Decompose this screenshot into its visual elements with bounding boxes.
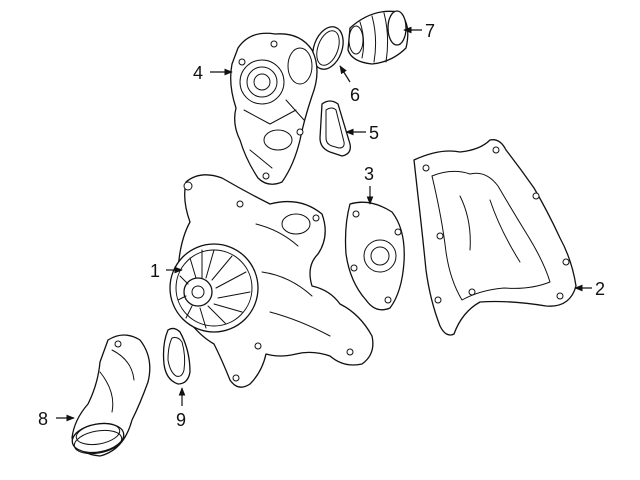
callout-1: 1 — [150, 261, 160, 281]
callout-9: 9 — [176, 410, 186, 430]
callout-7: 7 — [425, 21, 435, 41]
part-5-gasket — [319, 100, 351, 157]
callout-5: 5 — [369, 123, 379, 143]
callout-labels: 1 2 3 4 5 6 7 8 9 — [38, 21, 605, 430]
part-9-gasket — [162, 327, 191, 385]
callout-2: 2 — [595, 279, 605, 299]
leader-6 — [339, 65, 351, 83]
part-7-outlet-pipe — [347, 10, 409, 65]
part-8-inlet-pipe — [71, 334, 151, 457]
callout-8: 8 — [38, 409, 48, 429]
part-6-o-ring — [312, 26, 344, 70]
part-3-cover — [344, 201, 405, 311]
part-1-water-pump — [169, 174, 374, 388]
part-4-thermostat-housing — [230, 32, 318, 185]
part-2-large-gasket — [413, 139, 577, 336]
leader-lines — [56, 26, 592, 422]
callout-3: 3 — [364, 164, 374, 184]
callout-6: 6 — [350, 85, 360, 105]
callout-4: 4 — [193, 63, 203, 83]
